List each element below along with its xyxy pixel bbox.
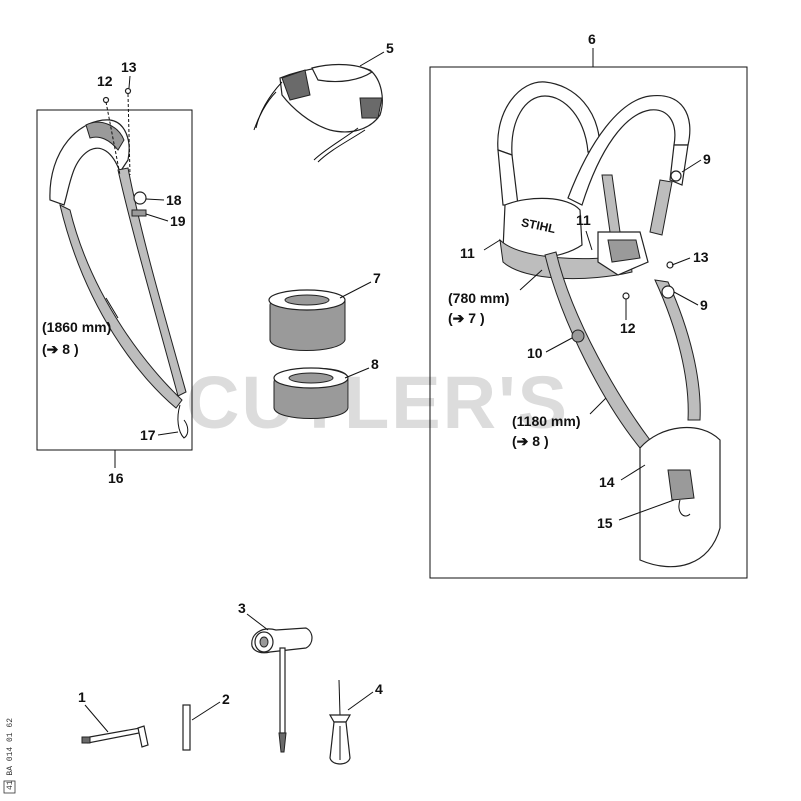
callout-9-bottom: 9 xyxy=(700,297,708,313)
single-shoulder-strap xyxy=(49,87,189,439)
callout-8: 8 xyxy=(371,356,379,372)
spool-7 xyxy=(268,289,346,351)
note-left-length: (1860 mm) xyxy=(42,319,111,335)
combination-wrench xyxy=(251,627,313,753)
screwdriver xyxy=(328,679,352,765)
spool-8 xyxy=(273,367,349,419)
callout-12-left: 12 xyxy=(97,73,113,89)
note-harness-short-ref: (➔ 7 ) xyxy=(448,310,485,326)
callout-5: 5 xyxy=(386,40,394,56)
callout-11-right: 11 xyxy=(576,212,591,228)
callout-2: 2 xyxy=(222,691,230,707)
doc-code-text: 41 BA 014 01 62 xyxy=(6,718,15,790)
callout-13-right: 13 xyxy=(693,249,709,265)
callout-18: 18 xyxy=(166,192,182,208)
callout-15: 15 xyxy=(597,515,613,531)
brushcutter-harness: STIHL xyxy=(497,81,721,568)
callout-1: 1 xyxy=(78,689,86,705)
note-harness-short-length: (780 mm) xyxy=(448,290,509,306)
note-harness-long-length: (1180 mm) xyxy=(512,413,580,429)
callout-14: 14 xyxy=(599,474,615,490)
callout-7: 7 xyxy=(373,270,381,286)
callout-9-top: 9 xyxy=(703,151,711,167)
callout-11-left: 11 xyxy=(460,245,475,261)
callout-10: 10 xyxy=(527,345,543,361)
harness-box-6 xyxy=(429,66,748,579)
callout-3: 3 xyxy=(238,600,246,616)
note-harness-long-ref: (➔ 8 ) xyxy=(512,433,549,449)
callout-13-left: 13 xyxy=(121,59,137,75)
callout-17: 17 xyxy=(140,427,156,443)
watermark-text: CUTLER'S xyxy=(186,361,569,444)
safety-glasses xyxy=(253,63,383,163)
callout-6: 6 xyxy=(588,31,596,47)
callout-12-right: 12 xyxy=(620,320,636,336)
doc-code-box xyxy=(3,780,16,794)
note-left-ref: (➔ 8 ) xyxy=(42,341,79,357)
hex-key xyxy=(81,725,149,748)
locking-pin xyxy=(182,704,191,751)
callout-19: 19 xyxy=(170,213,186,229)
callout-16: 16 xyxy=(108,470,124,486)
doc-code: 41 BA 014 01 62 xyxy=(6,718,15,790)
callout-4: 4 xyxy=(375,681,383,697)
